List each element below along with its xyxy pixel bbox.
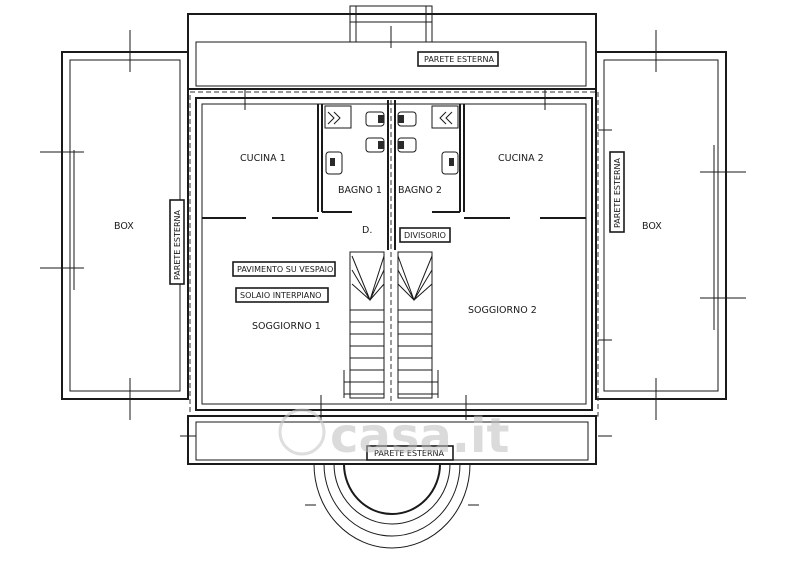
room-label-living-2: SOGGIORNO 2	[468, 305, 537, 316]
bath-1	[321, 104, 385, 213]
watermark-text: casa.it	[330, 408, 509, 464]
room-label-box-right: BOX	[642, 221, 662, 232]
room-label-box-left: BOX	[114, 221, 134, 232]
room-label-bath-1: BAGNO 1	[338, 185, 382, 196]
room-label-living-1: SOGGIORNO 1	[252, 321, 321, 332]
garage-right	[595, 30, 746, 420]
entrance-steps	[305, 463, 479, 549]
tag-partition: DIVISORIO	[404, 231, 446, 240]
bath-2	[397, 104, 461, 213]
stairs-left	[343, 251, 385, 399]
tag-slab: SOLAIO INTERPIANO	[240, 291, 321, 300]
room-label-kitchen-1: CUCINA 1	[240, 153, 286, 164]
room-label-bath-2: BAGNO 2	[398, 185, 442, 196]
central-partition	[387, 100, 396, 402]
room-label-hall: D.	[362, 225, 372, 236]
kitchen-2	[463, 104, 586, 219]
room-label-kitchen-2: CUCINA 2	[498, 153, 544, 164]
kitchen-1	[202, 104, 319, 219]
tag-external-wall-top: PARETE ESTERNA	[424, 55, 495, 64]
tag-external-wall-bottom: PARETE ESTERNA	[374, 449, 445, 458]
watermark: casa.it	[278, 408, 509, 464]
tag-external-wall-right: PARETE ESTERNA	[613, 158, 622, 229]
top-terrace	[187, 5, 597, 90]
stairs-right	[397, 251, 439, 399]
tag-external-wall-left: PARETE ESTERNA	[173, 210, 182, 281]
tag-floor: PAVIMENTO SU VESPAIO	[237, 265, 333, 274]
